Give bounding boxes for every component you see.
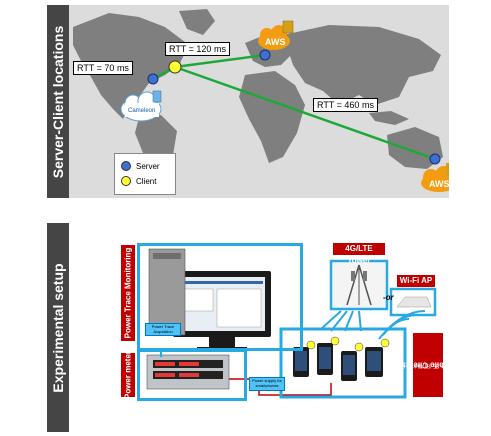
client-legend-icon: [121, 176, 131, 186]
power-meter-box: [137, 349, 247, 401]
cameleon-label: Cameleon: [128, 108, 155, 114]
power-meter-icon: [146, 354, 230, 390]
side-label-setup: Experimental setup: [47, 223, 69, 432]
setup-drawing: [146, 248, 437, 399]
lte-tower-label: 4G/LTE Tower: [333, 243, 385, 265]
link-client-euserver: [174, 53, 266, 69]
or-text: -or: [383, 293, 394, 302]
pc-tower-icon: [148, 248, 186, 336]
phone-icons: [293, 336, 390, 381]
cameleon-cloud: Cameleon: [120, 90, 162, 122]
aws-label-eu: AWS: [265, 37, 286, 47]
server-legend-icon: [121, 161, 131, 171]
aws-cloud-eu: AWS: [258, 20, 294, 50]
wifi-ap-label: Wi-Fi AP: [397, 275, 435, 287]
wifi-ap-icon: [389, 287, 437, 317]
aws-label-au: AWS: [429, 179, 449, 189]
monitor-icon: [173, 271, 271, 351]
africa: [239, 71, 305, 163]
legend-server: Server: [121, 161, 160, 171]
experimental-setup-panel: Experimental setup: [47, 223, 449, 432]
power-meter-label: Power meter: [121, 351, 135, 399]
se-asia: [369, 111, 409, 125]
server-client-panel: Server-Client locations: [47, 5, 449, 198]
rtt-label-460: RTT = 460 ms: [313, 98, 378, 112]
server-dot-eu: [259, 49, 271, 61]
rtt-label-70: RTT = 70 ms: [73, 61, 133, 75]
setup-diagram: Power Trace Monitoring Power meter 4G/LT…: [69, 223, 449, 432]
power-trace-label: Power Trace Monitoring: [121, 245, 135, 341]
power-supply-note: Power supply for smartphones: [249, 377, 285, 391]
world-map: AWS AWS Cameleon RTT = 120 ms RTT = 70 m…: [69, 5, 449, 198]
rtt-label-120: RTT = 120 ms: [165, 42, 230, 56]
greenland: [179, 9, 215, 35]
phones-box: [279, 327, 407, 399]
continents: AWS AWS Cameleon: [73, 9, 449, 195]
legend: Server Client: [114, 153, 176, 195]
server-dot-au: [429, 153, 441, 165]
signal-lines: [320, 310, 426, 340]
link-client-auserver: [174, 65, 436, 161]
power-trace-note: Power Trace Acquisition: [145, 323, 181, 336]
asia: [283, 25, 441, 105]
australia: [387, 127, 443, 169]
lte-tower-icon: [329, 259, 389, 311]
legend-client: Client: [121, 176, 156, 186]
client-dot: [168, 60, 182, 74]
aws-cloud-au: AWS: [421, 163, 449, 192]
side-label-locations: Server-Client locations: [47, 5, 69, 198]
server-dot-us: [147, 73, 159, 85]
